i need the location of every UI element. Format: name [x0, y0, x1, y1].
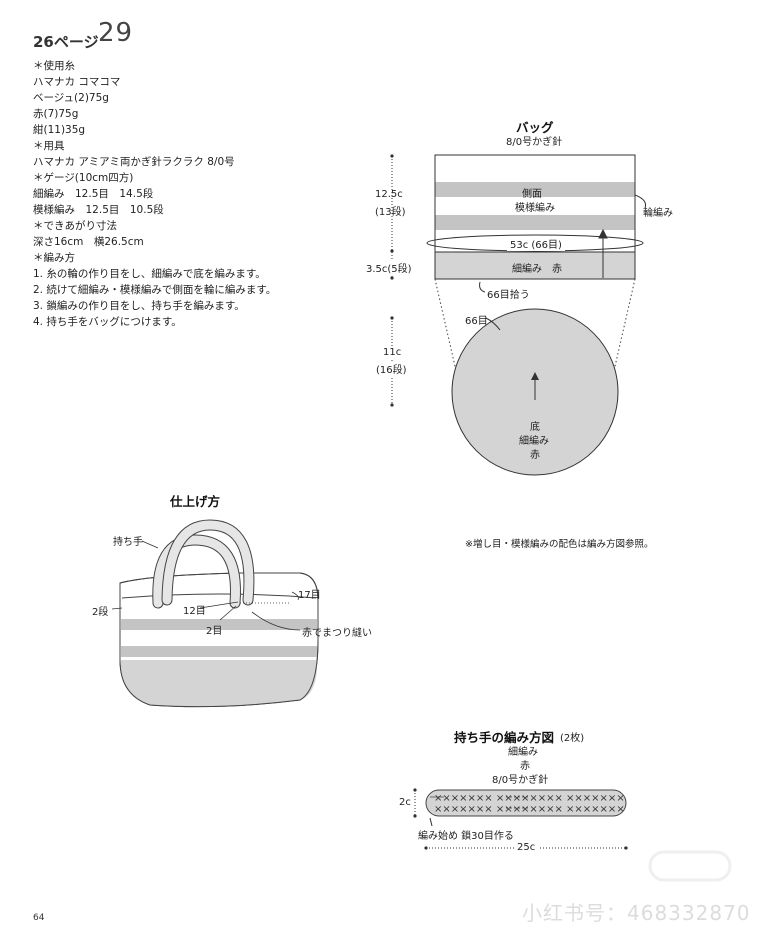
svg-text:××××××× ×××××××× ×××××××: ××××××× ×××××××× ×××××××	[434, 804, 625, 815]
watermark-text: 小红书号：468332870	[522, 901, 751, 925]
instruction-line: 模様編み 12.5目 10.5段	[33, 204, 164, 216]
page-number: 64	[33, 913, 45, 923]
base-height: 11c	[383, 347, 402, 358]
handle-chart-length: 25c	[514, 842, 539, 853]
handle-chart-stitch: 細編み	[508, 747, 538, 758]
instruction-line: ＊使用糸	[33, 60, 75, 72]
bag-hook: 8/0号かぎ針	[506, 137, 563, 148]
side-label: 側面	[522, 189, 542, 200]
side-stitch: 模様編み	[515, 203, 555, 214]
instruction-line: ベージュ(2)75g	[33, 92, 109, 104]
base-color: 赤	[530, 450, 540, 461]
stitch-2-label: 2目	[206, 626, 223, 637]
instruction-line: ＊用具	[33, 140, 65, 152]
instruction-line: ハマナカ アミアミ両かぎ針ラクラク 8/0号	[33, 156, 235, 168]
instruction-line: 2. 続けて細編み・模様編みで側面を輪に編みます。	[33, 284, 277, 296]
bag-side-panel	[426, 154, 646, 280]
instruction-line: ＊できあがり寸法	[33, 220, 117, 232]
instruction-line: ＊編み方	[33, 252, 75, 264]
bag-dimension-ticks	[390, 154, 394, 407]
pattern-number: 29	[98, 18, 134, 48]
finish-title: 仕上げ方	[170, 494, 221, 509]
handle-chart-count: (2枚)	[560, 733, 585, 744]
instruction-line: 赤(7)75g	[33, 108, 79, 120]
base-height-rows: (16段)	[376, 361, 407, 376]
handle-chart-hook: 8/0号かぎ針	[492, 775, 549, 786]
width-label: 53c (66目)	[507, 236, 565, 251]
base-stitches: 66目	[465, 316, 488, 327]
height-band: 3.5c(5段)	[366, 260, 412, 275]
height-top: 12.5c	[375, 189, 403, 200]
handle-chart-start: 編み始め 鎖30目作る	[418, 831, 514, 842]
handle-chart-height: 2c	[399, 797, 411, 808]
color-note: ※増し目・模様編みの配色は編み方図参照。	[465, 539, 654, 550]
handle-label: 持ち手	[113, 537, 143, 548]
page-ref: 26ページ	[33, 33, 99, 51]
bag-base-circle	[451, 308, 619, 476]
instruction-line: ハマナカ コマコマ	[33, 76, 121, 88]
handle-chart-color: 赤	[520, 761, 530, 772]
instruction-line: 3. 鎖編みの作り目をし、持ち手を編みます。	[33, 300, 245, 312]
stitch-12-label: 12目	[183, 606, 206, 617]
base-projection-lines	[434, 278, 636, 376]
sewing-label: 赤でまつり縫い	[302, 628, 372, 639]
finish-pointers	[111, 540, 301, 631]
svg-text:××××××× ×××××××× ×××××××: ××××××× ×××××××× ×××××××	[434, 793, 625, 804]
bag-title: バッグ	[516, 120, 554, 135]
pickup-label: 66目拾う	[487, 290, 530, 301]
base-label: 底	[530, 422, 540, 433]
instruction-line: 深さ16cm 横26.5cm	[33, 236, 144, 248]
rows-label: 2段	[92, 607, 109, 618]
finished-bag	[119, 519, 319, 708]
instruction-line: 1. 糸の輪の作り目をし、細編みで底を編みます。	[33, 268, 266, 280]
instruction-line: 細編み 12.5目 14.5段	[33, 188, 154, 200]
stitch-17-label: 17目	[298, 590, 321, 601]
instructions: ＊使用糸 ハマナカ コマコマ ベージュ(2)75g 赤(7)75g 紺(11)3…	[33, 58, 276, 330]
watermark-logo	[648, 850, 732, 882]
round-label: 輪編み	[643, 208, 673, 219]
base-stitch: 細編み	[519, 436, 549, 447]
height-top-rows: (13段)	[375, 207, 406, 218]
band-label: 細編み 赤	[512, 264, 562, 275]
instruction-line: 4. 持ち手をバッグにつけます。	[33, 316, 182, 328]
instruction-line: ＊ゲージ(10cm四方)	[33, 172, 134, 184]
instruction-line: 紺(11)35g	[33, 124, 86, 136]
handle-chart-title: 持ち手の編み方図	[454, 730, 555, 745]
